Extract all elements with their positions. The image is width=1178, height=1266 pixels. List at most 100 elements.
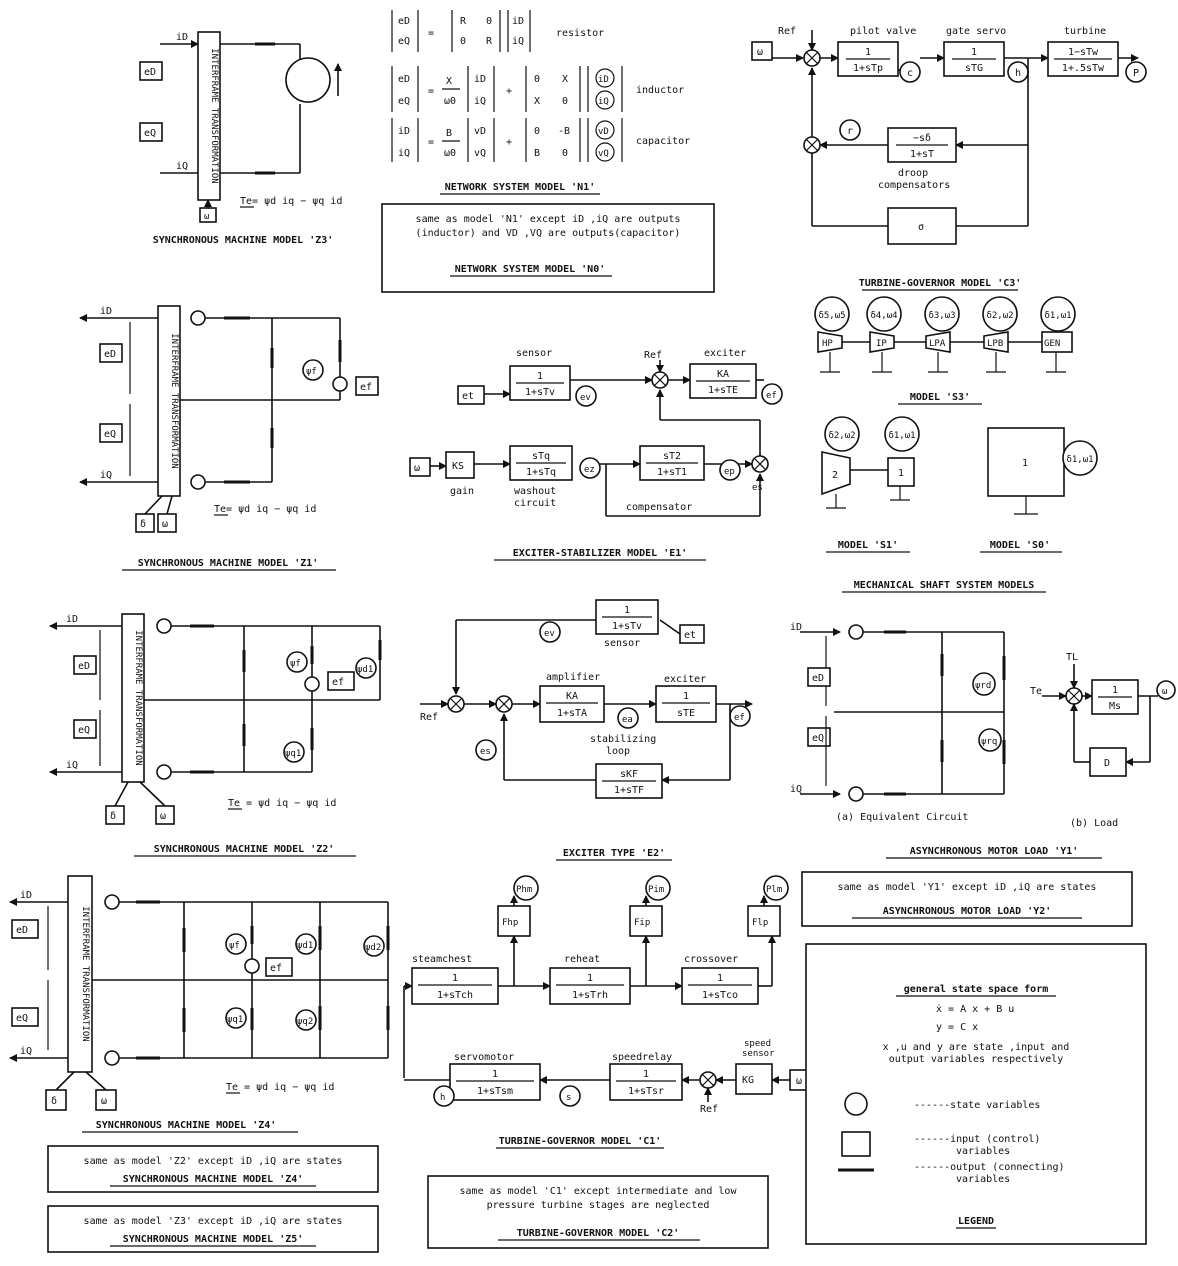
sensor-den-e2: 1+sTv <box>612 621 642 632</box>
torque-eq-z4: Te = ψd iq − ψq id <box>226 1082 334 1093</box>
label-iD: iD <box>176 32 188 43</box>
resistor-equation: eD eQ = R 0 0 R iD iQ resistor <box>392 10 604 52</box>
s0-block: 1 <box>1022 458 1028 469</box>
sigma-text: σ <box>918 222 924 233</box>
shaft-s3: δ5,ω5 δ4,ω4 δ3,ω3 δ2,ω2 δ1,ω1 HP IP LPA … <box>815 297 1075 404</box>
state-ef-e1: ef <box>766 391 777 401</box>
lp-out: Plm <box>766 885 782 895</box>
label-iD-y1: iD <box>790 622 802 633</box>
interframe-label-z1: INTERFRAME TRANSFORMATION <box>169 333 179 468</box>
inductor-state-q: iQ <box>598 97 609 107</box>
state-p-text: P <box>1133 68 1139 79</box>
kg-block: KG <box>742 1075 754 1086</box>
inductor-vec-d: iD <box>474 74 486 85</box>
inductor-m11: 0 <box>534 74 540 85</box>
omega-z2: ω <box>160 811 166 822</box>
comp-num: sT2 <box>663 451 681 462</box>
capacitor-equation: iD iQ = B ω0 vD vQ + 0 -B B 0 vD vQ capa… <box>392 118 690 162</box>
state-ev-e2: ev <box>544 629 555 639</box>
caption-z2: SYNCHRONOUS MACHINE MODEL 'Z2' <box>154 844 335 855</box>
s1-bubble-2: δ2,ω2 <box>828 431 855 441</box>
sensor-label-e1: sensor <box>516 348 552 359</box>
legend-state-label: ------state variables <box>914 1100 1040 1111</box>
sensor-num-e2: 1 <box>624 605 630 616</box>
m-den: Ms <box>1109 701 1121 712</box>
interframe-label-z2: INTERFRAME TRANSFORMATION <box>133 630 143 765</box>
resistor-m21: 0 <box>460 36 466 47</box>
exciter-label-e1: exciter <box>704 348 746 359</box>
s3-bubble-ip: δ4,ω4 <box>870 311 897 321</box>
caption-z1: SYNCHRONOUS MACHINE MODEL 'Z1' <box>138 558 319 569</box>
droop-den: 1+sT <box>910 149 934 160</box>
sensor-num-e1: 1 <box>537 371 543 382</box>
s3-block-ip: IP <box>876 339 887 349</box>
exciter-den-e1: 1+sTE <box>708 385 738 396</box>
z6-note-caption: SYNCHRONOUS MACHINE MODEL 'Z5' <box>123 1234 304 1245</box>
torque-eq-z1: Te= ψd iq − ψq id <box>214 504 316 515</box>
comp-label: compensator <box>626 502 692 513</box>
caption-c1: TURBINE-GOVERNOR MODEL 'C1' <box>499 1136 662 1147</box>
speed-sensor-label-2: sensor <box>742 1049 775 1059</box>
input-omega-c1: ω <box>796 1076 802 1087</box>
caption-n1: NETWORK SYSTEM MODEL 'N1' <box>445 182 596 193</box>
cross-num: 1 <box>717 973 723 984</box>
stab-label-2: loop <box>606 746 630 757</box>
input-eQ-y1: eQ <box>812 733 824 744</box>
equiv-circuit-label: (a) Equivalent Circuit <box>836 812 968 823</box>
turbine-governor-c1: steamchest 1 1+sTch Fhp Phm reheat 1 1+s… <box>404 876 812 1248</box>
capacitor-coef-den: ω0 <box>444 148 456 159</box>
caption-z3: SYNCHRONOUS MACHINE MODEL 'Z3' <box>153 235 334 246</box>
state-ez: ez <box>584 465 595 475</box>
inductor-coef-den: ω0 <box>444 96 456 107</box>
state-psi-f-z1: ψf <box>306 367 317 377</box>
input-eD-z4: eD <box>16 925 28 936</box>
d-block: D <box>1104 758 1110 769</box>
state-psi-q2-z4: ψq2 <box>297 1017 313 1027</box>
sensor-den-e1: 1+sTv <box>525 387 555 398</box>
washout-label-1: washout <box>514 486 556 497</box>
s3-bubble-gen: δ1,ω1 <box>1044 311 1071 321</box>
stab-den: 1+sTF <box>614 785 644 796</box>
gain-block-e1: KS <box>452 461 464 472</box>
s3-block-lpa: LPA <box>929 339 946 349</box>
voltage-source-circle <box>286 58 330 102</box>
sync-machine-z3: INTERFRAME TRANSFORMATION iD eD eQ iQ ω … <box>140 32 342 246</box>
torque-eq-z2: Te = ψd iq − ψq id <box>228 798 336 809</box>
relay-num: 1 <box>643 1069 649 1080</box>
legend-input-label-2: variables <box>956 1146 1010 1157</box>
z6-note-text: same as model 'Z3' except iD ,iQ are sta… <box>84 1216 343 1227</box>
sync-machine-z4: INTERFRAME TRANSFORMATION iD eD eQ iQ ψf <box>10 876 388 1252</box>
inductor-m12: X <box>562 74 568 85</box>
shaft-s0: 1 δ1,ω1 MODEL 'S0' <box>980 428 1097 552</box>
comp-den: 1+sT1 <box>657 467 687 478</box>
state-psi-f-z4: ψf <box>229 941 240 951</box>
inductor-state-d: iD <box>598 75 609 85</box>
caption-y2: ASYNCHRONOUS MOTOR LOAD 'Y2' <box>883 906 1052 917</box>
s3-bubble-hp: δ5,ω5 <box>818 311 845 321</box>
delta-z1: δ <box>140 519 146 530</box>
input-eD-text: eD <box>144 67 156 78</box>
resistor-lhs-q: eQ <box>398 36 410 47</box>
state-es-e2: es <box>480 747 491 757</box>
washout-den: 1+sTq <box>526 467 556 478</box>
n0-text-1: same as model 'N1' except iD ,iQ are out… <box>416 214 681 225</box>
amp-label: amplifier <box>546 672 600 683</box>
svg-text:+: + <box>506 137 512 148</box>
washout-label-2: circuit <box>514 498 556 509</box>
state-psi-d1-z2: ψd1 <box>357 665 373 675</box>
resistor-m11: R <box>460 16 467 27</box>
legend-caption: LEGEND <box>958 1216 994 1227</box>
droop-num: −sδ <box>913 133 931 144</box>
omega-z1: ω <box>162 519 168 530</box>
legend-desc-2: output variables respectively <box>889 1054 1064 1065</box>
input-omega-e1: ω <box>414 463 420 474</box>
exciter-type-e2: 1 1+sTv sensor et ev Ref amplifier KA 1+… <box>420 600 752 860</box>
state-psi-q1-z2: ψq1 <box>285 749 301 759</box>
s3-block-hp: HP <box>822 339 833 349</box>
s1-block-2: 2 <box>832 470 838 481</box>
steam-den: 1+sTch <box>437 990 473 1001</box>
pilot-num: 1 <box>865 47 871 58</box>
input-eQ-z4: eQ <box>16 1013 28 1024</box>
turbine-num: 1−sTw <box>1068 47 1099 58</box>
